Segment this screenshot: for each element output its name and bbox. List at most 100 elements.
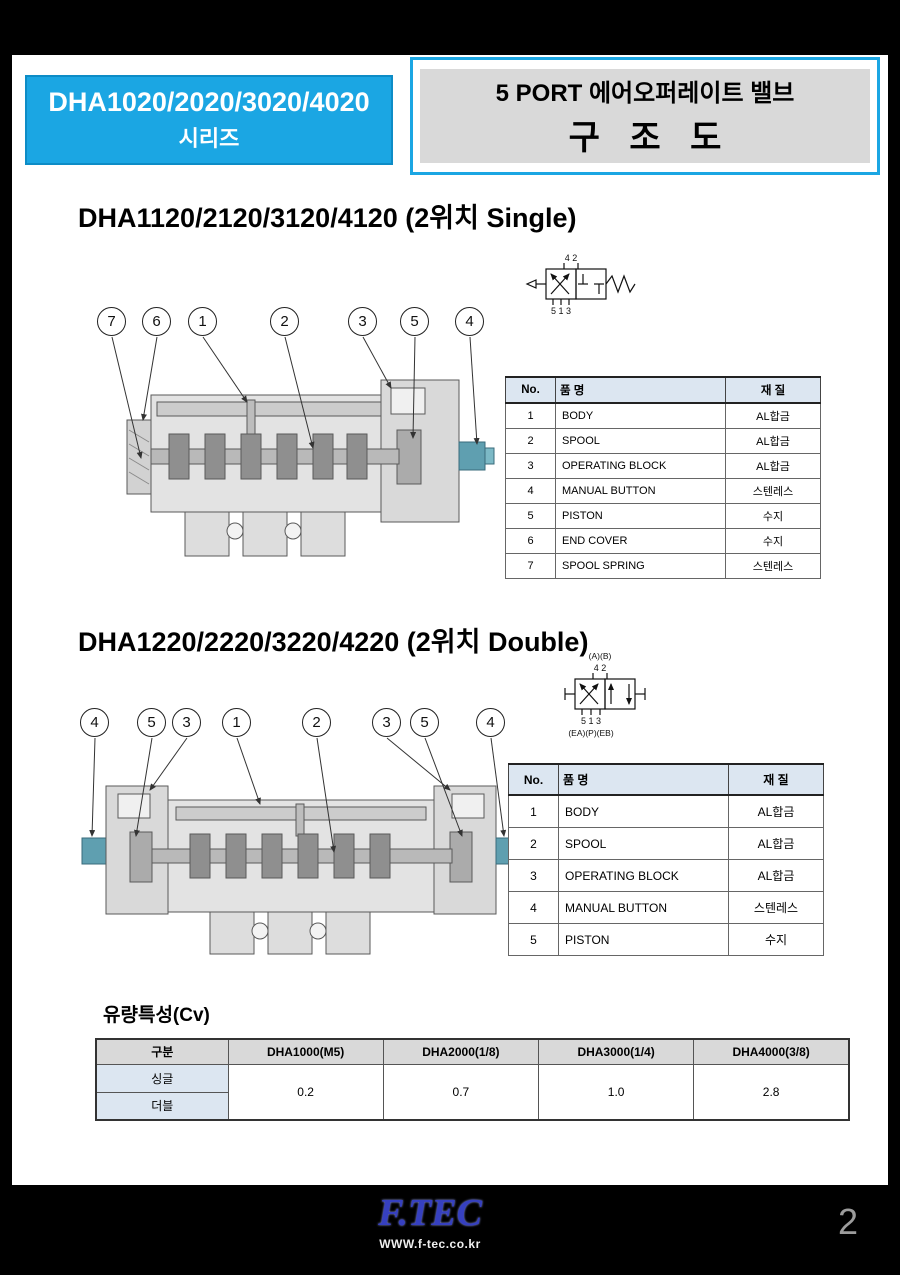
flow-value: 0.2 <box>227 1063 384 1121</box>
parts-header-row: No. 품 명 재 질 <box>505 376 821 404</box>
col-header-material: 재 질 <box>725 376 821 404</box>
callout-circle: 4 <box>455 307 484 336</box>
doc-title-line2: 구 조 도 <box>568 119 732 157</box>
symbol-top-ports: 4 2 <box>594 663 607 673</box>
doc-title-box: 5 PORT 에어오퍼레이트 밸브 구 조 도 <box>410 57 880 175</box>
doc-title-band: 5 PORT 에어오퍼레이트 밸브 구 조 도 <box>420 69 870 163</box>
cell-no: 5 <box>505 503 556 529</box>
single-valve-illustration <box>111 336 495 557</box>
double-section-heading: DHA1220/2220/3220/4220 (2위치 Double) <box>78 627 589 657</box>
callout-circle: 5 <box>410 708 439 737</box>
cell-material: AL합금 <box>725 402 821 429</box>
footer-bar: F.TEC WWW.f-tec.co.kr 2 <box>0 1185 900 1275</box>
cell-no: 4 <box>505 478 556 504</box>
cell-material: 스텐레스 <box>725 553 821 579</box>
callout-circle: 7 <box>97 307 126 336</box>
flow-col-header: DHA4000(3/8) <box>693 1038 850 1065</box>
flow-row-single: 싱글 0.2 0.7 1.0 2.8 <box>95 1063 850 1121</box>
doc-title-line1: 5 PORT 에어오퍼레이트 밸브 <box>495 80 795 107</box>
ftec-logo: F.TEC <box>378 1192 482 1234</box>
symbol-bottom-ports: 5 1 3 <box>581 716 601 726</box>
cell-name: PISTON <box>558 923 729 956</box>
col-header-material: 재 질 <box>728 763 824 796</box>
document-page <box>12 55 888 1185</box>
cell-material: 수지 <box>725 503 821 529</box>
cell-material: 수지 <box>728 923 824 956</box>
single-valve-drawing: 7 6 1 2 3 5 4 <box>85 292 505 577</box>
flow-col-header: 구분 <box>95 1038 229 1065</box>
double-valve-drawing: 4 5 3 1 2 3 5 4 <box>78 698 523 973</box>
cell-no: 6 <box>505 528 556 554</box>
cell-name: SPOOL SPRING <box>555 553 726 579</box>
callout-circle: 4 <box>476 708 505 737</box>
cell-material: 스텐레스 <box>728 891 824 924</box>
cell-name: SPOOL <box>558 827 729 860</box>
cell-no: 2 <box>505 428 556 454</box>
cell-no: 4 <box>508 891 559 924</box>
flow-row-label: 더블 <box>95 1091 229 1121</box>
single-section-heading: DHA1120/2120/3120/4120 (2위치 Single) <box>78 203 577 233</box>
cell-name: MANUAL BUTTON <box>555 478 726 504</box>
single-pneumatic-symbol: 4 2 5 1 3 <box>525 253 636 316</box>
symbol-top-labels: (A)(B) <box>589 651 612 661</box>
callout-circle: 3 <box>172 708 201 737</box>
callout-leader-lines <box>111 336 480 459</box>
col-header-name: 품 명 <box>555 376 726 404</box>
flow-row-label: 싱글 <box>95 1063 229 1093</box>
cell-no: 1 <box>505 402 556 429</box>
cell-material: AL합금 <box>725 428 821 454</box>
double-pneumatic-symbol: (A)(B) 4 2 5 1 3 (EA)(P)(EB) <box>564 651 646 738</box>
cell-no: 2 <box>508 827 559 860</box>
callout-circle: 6 <box>142 307 171 336</box>
col-header-name: 품 명 <box>558 763 729 796</box>
cell-name: MANUAL BUTTON <box>558 891 729 924</box>
flow-header-row: 구분 DHA1000(M5) DHA2000(1/8) DHA3000(1/4)… <box>95 1038 850 1065</box>
col-header-no: No. <box>508 763 559 796</box>
callout-circle: 5 <box>400 307 429 336</box>
cell-name: END COVER <box>555 528 726 554</box>
cell-name: BODY <box>558 794 729 828</box>
callout-circle: 3 <box>372 708 401 737</box>
cell-name: OPERATING BLOCK <box>558 859 729 892</box>
valve-body-group <box>81 785 521 955</box>
cell-no: 5 <box>508 923 559 956</box>
callout-circle: 4 <box>80 708 109 737</box>
double-valve-illustration <box>81 737 521 955</box>
flow-row-double: 더블 <box>95 1091 849 1121</box>
col-header-no: No. <box>505 376 556 404</box>
cell-name: OPERATING BLOCK <box>555 453 726 479</box>
flow-value: 2.8 <box>693 1063 850 1121</box>
flow-value: 1.0 <box>537 1063 695 1121</box>
cell-material: 스텐레스 <box>725 478 821 504</box>
flow-col-header: DHA1000(M5) <box>227 1038 384 1065</box>
flow-table: 구분 DHA1000(M5) DHA2000(1/8) DHA3000(1/4)… <box>95 1038 850 1121</box>
series-title: DHA1020/2020/3020/4020 <box>48 87 370 117</box>
flow-col-header: DHA3000(1/4) <box>537 1038 695 1065</box>
callout-circle: 5 <box>137 708 166 737</box>
cell-name: SPOOL <box>555 428 726 454</box>
cell-material: AL합금 <box>728 794 824 828</box>
cell-material: 수지 <box>725 528 821 554</box>
flow-section-heading: 유량특성(Cv) <box>103 1005 210 1026</box>
symbol-top-ports: 4 2 <box>565 253 578 263</box>
parts-header-row: No. 품 명 재 질 <box>508 763 824 796</box>
symbol-bottom-ports: 5 1 3 <box>551 306 571 316</box>
callout-circle: 1 <box>188 307 217 336</box>
cell-material: AL합금 <box>728 859 824 892</box>
cell-name: PISTON <box>555 503 726 529</box>
series-title-box: DHA1020/2020/3020/4020 시리즈 <box>25 75 393 165</box>
cell-material: AL합금 <box>728 827 824 860</box>
flow-value: 0.7 <box>382 1063 540 1121</box>
